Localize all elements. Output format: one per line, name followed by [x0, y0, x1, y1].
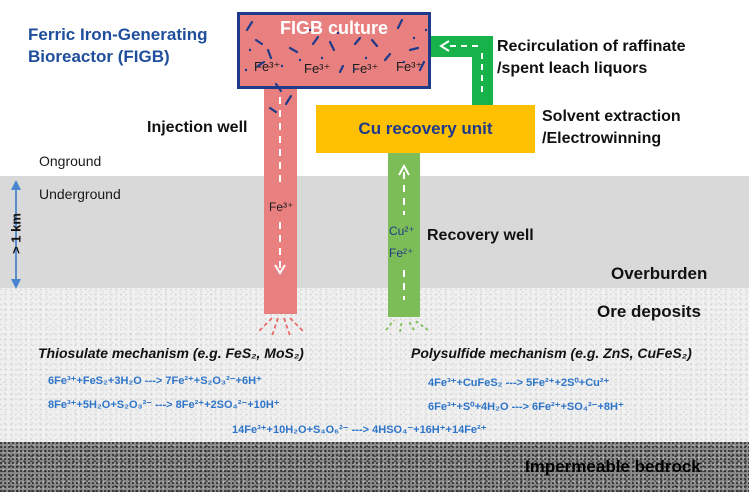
thiosulfate-equation: 8Fe³⁺+5H₂O+S₂O₃²⁻ ---> 8Fe²⁺+2SO₄²⁻+10H⁺ [48, 399, 280, 411]
recirculation-label-line1: Recirculation of raffinate [497, 38, 686, 55]
recovery-fe2-label: Fe²⁺ [389, 246, 414, 260]
bioreactor-title-line1: Ferric Iron-Generating [28, 25, 208, 44]
ore-deposits-label: Ore deposits [597, 302, 701, 321]
bacteria-rods [245, 18, 426, 114]
fe3-species-label: Fe³⁺ [304, 61, 331, 76]
cu-recovery-unit: Cu recovery unit [316, 105, 535, 153]
fe3-species-label: Fe³⁺ [396, 59, 423, 74]
recirculation-flow-arrow [439, 40, 483, 92]
fe3-species-label: Fe³⁺ [352, 61, 379, 76]
solvent-extraction-label-line1: Solvent extraction [542, 108, 681, 125]
solvent-extraction-label-line2: /Electrowinning [542, 130, 662, 147]
cu-recovery-unit-label: Cu recovery unit [358, 119, 493, 138]
injection-well-label: Injection well [147, 119, 248, 136]
bedrock-label: Impermeable bedrock [525, 457, 701, 476]
recirculation-label-line2: /spent leach liquors [497, 60, 648, 77]
thiosulfate-equation: 6Fe³⁺+FeS₂+3H₂O ---> 7Fe²⁺+S₂O₃²⁻+6H⁺ [48, 375, 262, 387]
bedrock-layer [0, 442, 749, 492]
underground-overburden-layer [0, 176, 749, 288]
depth-label: > 1 km [8, 213, 24, 254]
bioreactor-title-line2: Bioreactor (FIGB) [28, 47, 170, 66]
polysulfide-equation: 6Fe³⁺+S⁰+4H₂O ---> 6Fe²⁺+SO₄²⁻+8H⁺ [428, 401, 624, 413]
depth-arrow [11, 180, 21, 289]
injection-fe3-label: Fe³⁺ [269, 200, 294, 214]
bacteria-dots [244, 28, 428, 72]
recovery-well-label: Recovery well [427, 227, 534, 244]
underground-label: Underground [39, 186, 121, 202]
recovery-flow-arrow [398, 163, 410, 300]
recovery-inflow-arrows [385, 319, 429, 333]
ore-deposit-layer [0, 288, 749, 442]
polysulfide-equation: 4Fe³⁺+CuFeS₂ ---> 5Fe²⁺+2S⁰+Cu²⁺ [428, 377, 610, 389]
thiosulfate-equation: 14Fe³⁺+10H₂O+S₄O₆²⁻ ---> 4HSO₄⁻+16H⁺+14F… [232, 424, 487, 436]
injection-spread-arrows [257, 317, 305, 337]
fe3-species-label: Fe³⁺ [254, 59, 281, 74]
overburden-label: Overburden [611, 264, 708, 283]
figb-culture-label: FIGB culture [279, 18, 388, 38]
onground-label: Onground [39, 153, 102, 169]
polysulfide-mechanism-title: Polysulfide mechanism (e.g. ZnS, CuFeS₂) [411, 345, 692, 361]
thiosulfate-mechanism-title: Thiosulate mechanism (e.g. FeS₂, MoS₂) [38, 345, 304, 361]
injection-flow-arrow [274, 97, 286, 275]
recovery-cu2-label: Cu²⁺ [389, 224, 415, 238]
